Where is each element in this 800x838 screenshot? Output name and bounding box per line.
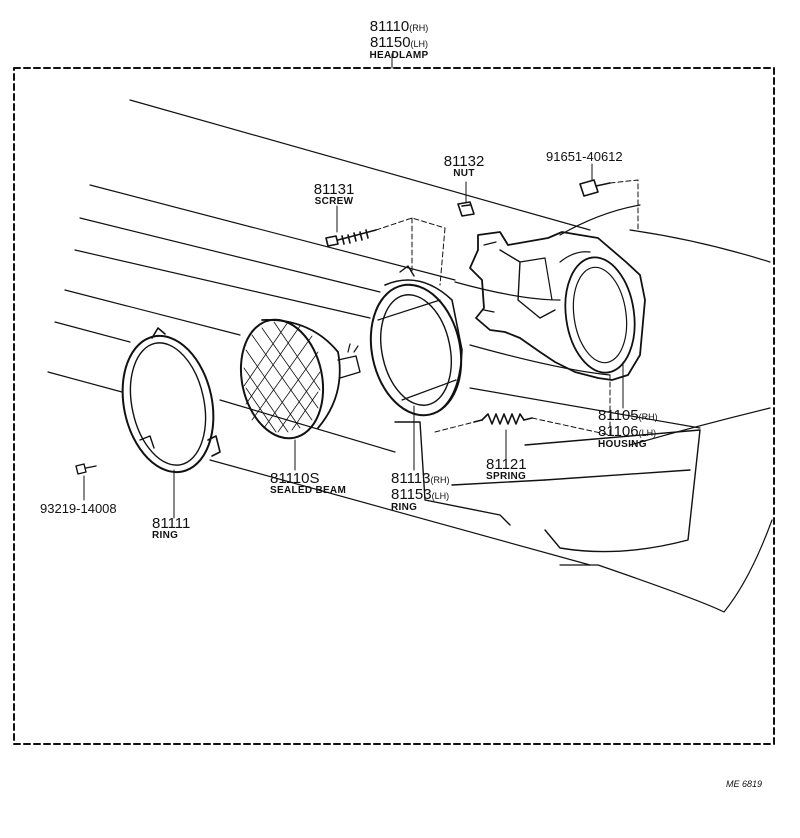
inner-ring-name: RING xyxy=(391,502,418,513)
housing-name: HOUSING xyxy=(598,439,647,450)
label-sealed-beam: 81110S SEALED BEAM xyxy=(270,471,346,496)
headlamp-name: HEADLAMP xyxy=(369,50,429,61)
label-outer-ring: 81111 RING xyxy=(152,516,190,541)
vehicle-body-lines xyxy=(47,99,773,613)
nut-name: NUT xyxy=(453,168,475,179)
small-screw xyxy=(75,463,97,475)
sealed-beam-name: SEALED BEAM xyxy=(270,485,347,496)
outer-ring xyxy=(121,327,221,474)
screw-name: SCREW xyxy=(314,196,354,207)
headlamp-lh-number: 81150 xyxy=(369,34,411,51)
sealed-beam xyxy=(239,318,361,440)
lens-pattern xyxy=(243,321,321,433)
headlamp-rh-suffix: (RH) xyxy=(409,23,429,33)
headlamp-lh-suffix: (LH) xyxy=(410,39,429,49)
label-bolt: 91651-40612 xyxy=(546,150,623,163)
label-headlamp: 81110(RH) 81150(LH) HEADLAMP xyxy=(369,19,428,61)
diagram-code: ME 6819 xyxy=(726,779,763,789)
label-housing: 81105(RH) 81106(LH) HOUSING xyxy=(598,408,658,450)
screw xyxy=(325,229,377,247)
inner-ring-rh-suffix: (RH) xyxy=(430,475,450,485)
sealed-beam-number: 81110S xyxy=(270,470,320,487)
label-spring: 81121 SPRING xyxy=(486,457,527,482)
bumper xyxy=(394,421,701,553)
label-screw: 81131 SCREW xyxy=(314,182,355,207)
outer-ring-name: RING xyxy=(152,530,179,541)
inner-ring-lh-number: 81153 xyxy=(391,486,432,503)
housing xyxy=(469,231,646,381)
inner-ring-lh-suffix: (LH) xyxy=(431,491,450,501)
headlamp-rh-number: 81110 xyxy=(369,18,410,35)
small-screw-number: 93219-14008 xyxy=(40,501,117,516)
bolt-number: 91651-40612 xyxy=(546,149,623,164)
outer-ring-number: 81111 xyxy=(152,515,191,532)
assembly-boundary xyxy=(13,67,775,745)
spring-number: 81121 xyxy=(486,456,527,473)
screw-number: 81131 xyxy=(313,181,355,198)
spring-name: SPRING xyxy=(486,471,527,482)
leader-lines xyxy=(83,163,624,519)
housing-lh-suffix: (LH) xyxy=(638,428,657,438)
bolt xyxy=(579,179,611,197)
housing-lh-number: 81106 xyxy=(598,423,639,440)
label-small-screw: 93219-14008 xyxy=(40,502,117,515)
inner-ring-rh-number: 81113 xyxy=(391,470,431,487)
alignment-lines xyxy=(375,179,639,436)
label-nut: 81132 NUT xyxy=(444,154,485,179)
spring xyxy=(473,413,533,425)
inner-ring xyxy=(369,265,463,417)
housing-rh-number: 81105 xyxy=(598,407,639,424)
nut-number: 81132 xyxy=(443,153,485,170)
nut xyxy=(457,201,475,217)
housing-rh-suffix: (RH) xyxy=(638,412,658,422)
label-inner-ring: 81113(RH) 81153(LH) RING xyxy=(391,471,450,513)
